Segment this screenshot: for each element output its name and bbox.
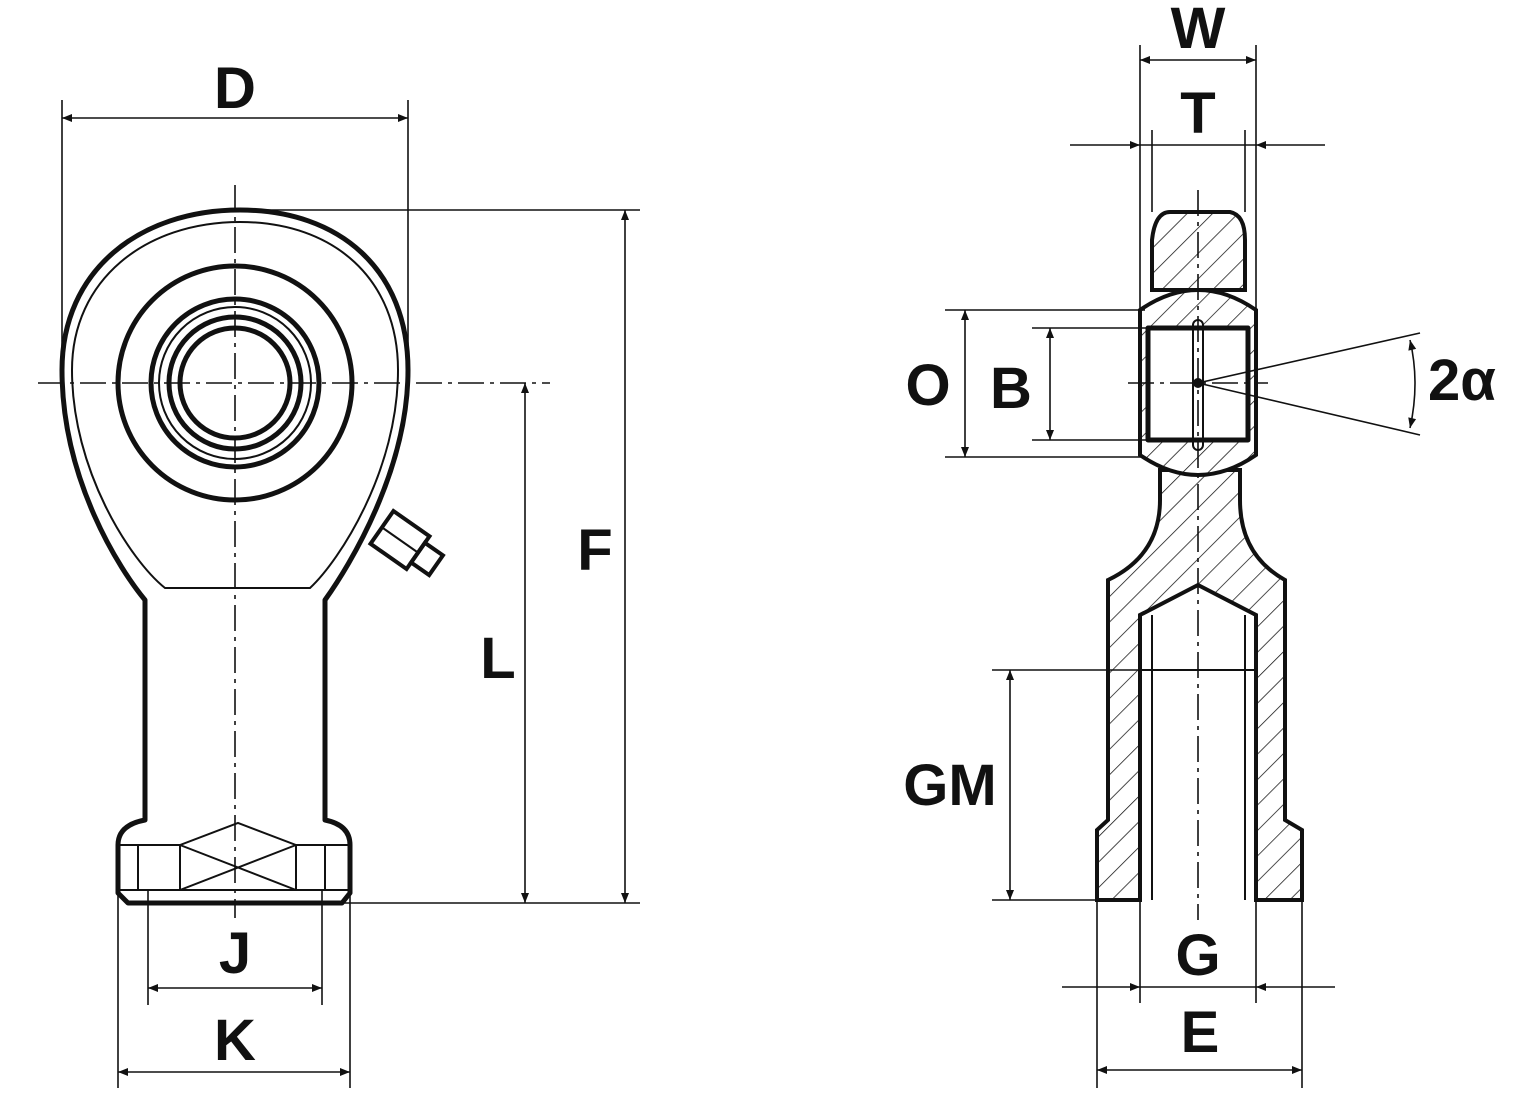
label-k: K	[214, 1008, 256, 1073]
label-j: J	[219, 921, 251, 986]
section-view: W T O B 2α GM G E	[903, 0, 1496, 1088]
label-o: O	[905, 353, 950, 418]
label-l: L	[480, 626, 515, 691]
grease-nipple	[367, 508, 446, 578]
label-g: G	[1175, 923, 1220, 988]
label-gm: GM	[903, 753, 996, 818]
label-f: F	[577, 518, 612, 583]
label-2-alpha: 2α	[1428, 348, 1496, 413]
label-t: T	[1180, 81, 1215, 146]
dimension-2-alpha	[1408, 339, 1417, 429]
label-d: D	[214, 56, 256, 121]
label-e: E	[1181, 1000, 1220, 1065]
hex-nut	[118, 821, 350, 891]
front-view: D F L J K	[38, 56, 640, 1088]
label-b: B	[990, 356, 1032, 421]
label-w: W	[1171, 0, 1226, 61]
